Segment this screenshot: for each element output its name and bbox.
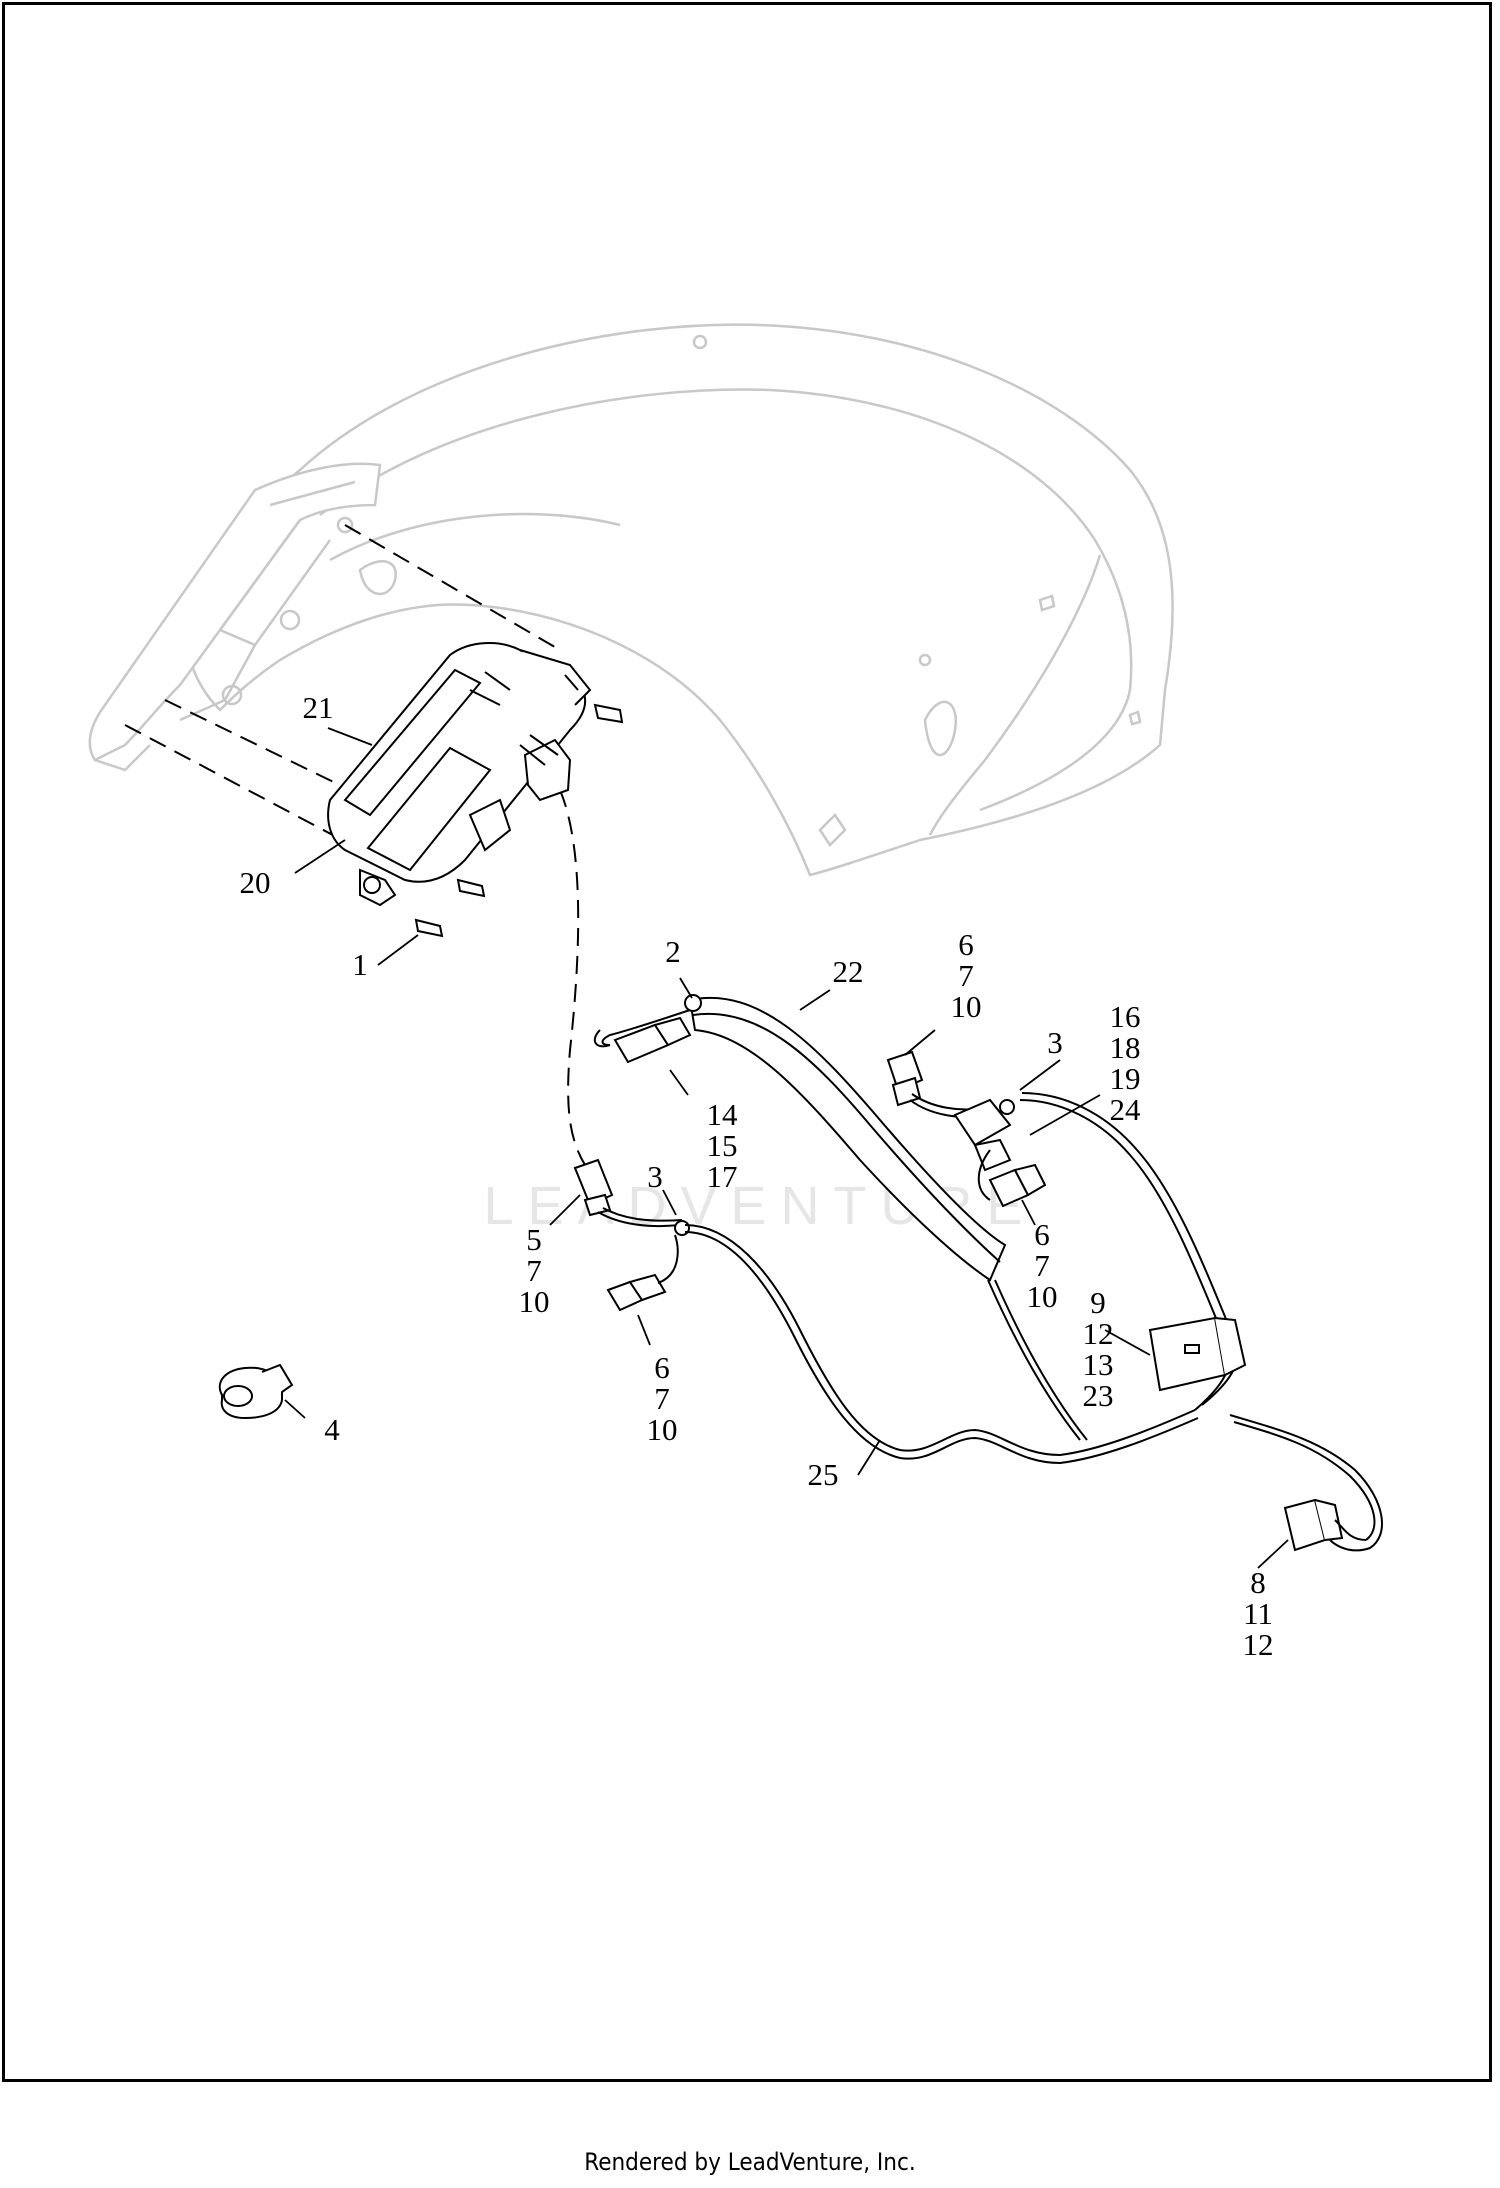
callout-number: 20 [240,865,271,900]
callout-number: 16 [1110,999,1141,1034]
callout-number: 15 [707,1128,738,1163]
callout-number: 10 [519,1284,550,1319]
callout-22: 22 [833,954,864,989]
callout-number: 6 [1034,1217,1050,1252]
callout-3-lower: 3 [647,1159,663,1194]
callout-number: 7 [654,1381,670,1416]
callout-number: 22 [833,954,864,989]
callout-number: 21 [303,690,334,725]
main-harness [573,1092,1383,1552]
callout-21: 21 [303,690,334,725]
callout-number: 12 [1083,1316,1114,1351]
callout-number: 11 [1243,1596,1273,1631]
callout-number: 7 [526,1253,542,1288]
upper-right-connectors [886,1050,1047,1208]
callout-number: 9 [1090,1285,1106,1320]
callout-number: 19 [1110,1061,1141,1096]
callout-number: 1 [352,947,368,982]
callout-number: 4 [324,1412,340,1447]
callout-number: 3 [647,1159,663,1194]
callout-number: 24 [1110,1092,1142,1127]
callout-4: 4 [324,1412,340,1447]
callout-number: 23 [1083,1378,1114,1413]
callout-number: 2 [665,934,681,969]
callout-number: 10 [647,1412,678,1447]
callout-number: 7 [958,958,974,993]
tail-lamp-module [327,642,624,938]
clip-part [218,1363,294,1420]
callout-number: 18 [1110,1030,1141,1065]
leader-lines [284,727,1289,1569]
callout-number: 17 [707,1159,738,1194]
callout-number: 12 [1243,1627,1274,1662]
callout-number: 7 [1034,1248,1050,1283]
callout-3-upper: 3 [1047,1025,1063,1060]
callout-25: 25 [808,1457,839,1492]
callout-number: 8 [1250,1565,1266,1600]
callout-number: 14 [707,1097,739,1132]
callout-number: 6 [958,927,974,962]
callout-number: 10 [951,989,982,1024]
footer-credit: Rendered by LeadVenture, Inc. [584,2148,916,2176]
callout-1: 1 [352,947,368,982]
callout-number: 3 [1047,1025,1063,1060]
callout-2: 2 [665,934,681,969]
light-bar-harness [593,994,1007,1282]
callout-number: 10 [1027,1279,1058,1314]
callout-number: 5 [526,1222,542,1257]
callout-number: 25 [808,1457,839,1492]
diagram-frame [2,2,1492,2082]
callout-number: 13 [1083,1347,1114,1382]
fender [88,323,1174,877]
callout-number: 6 [654,1350,670,1385]
callout-20: 20 [240,865,271,900]
